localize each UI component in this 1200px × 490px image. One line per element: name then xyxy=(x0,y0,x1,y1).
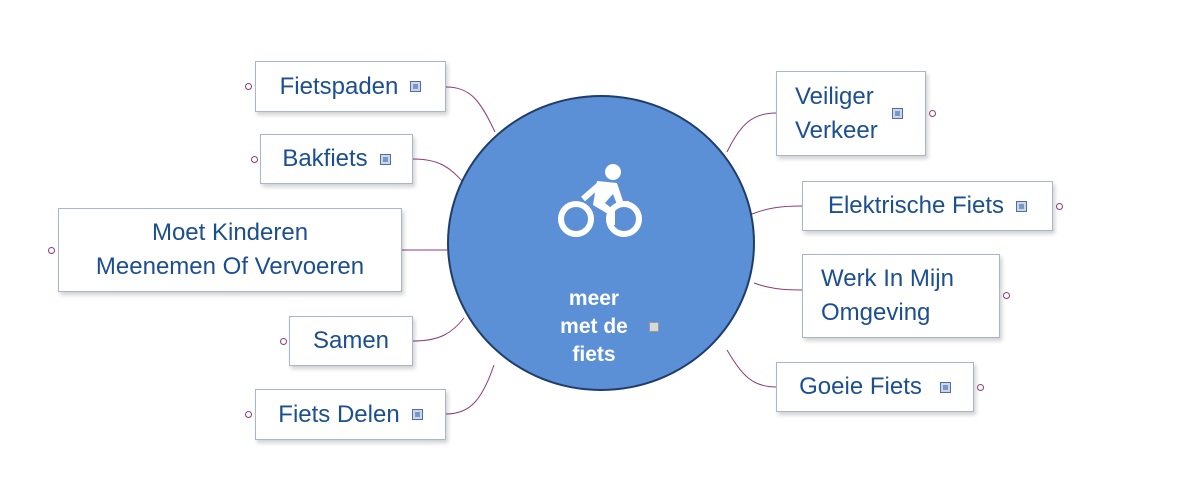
topic-werk-in-mijn-omgeving[interactable]: Werk In Mijn Omgeving xyxy=(802,254,1000,338)
connector-elektrische-fiets xyxy=(751,205,803,215)
topic-label-block: Veiliger Verkeer xyxy=(795,80,878,148)
topic-label-line1: Veiliger xyxy=(795,82,874,110)
topic-label: Goeie Fiets xyxy=(799,373,922,400)
collapse-handle-icon[interactable] xyxy=(251,156,258,163)
collapse-handle-icon[interactable] xyxy=(929,110,936,117)
collapse-handle-icon[interactable] xyxy=(977,384,984,391)
topic-label-line1: Werk In Mijn xyxy=(821,265,954,292)
topic-samen[interactable]: Samen xyxy=(289,316,413,366)
central-topic[interactable]: meer met de fiets xyxy=(447,95,755,391)
collapse-handle-icon[interactable] xyxy=(280,338,287,345)
topic-veiliger-verkeer[interactable]: Veiliger Verkeer xyxy=(776,71,926,156)
topic-label: Fietspaden xyxy=(279,72,399,100)
attachment-badge-icon[interactable] xyxy=(379,153,391,165)
topic-elektrische-fiets[interactable]: Elektrische Fiets xyxy=(802,181,1053,231)
connector-fiets-delen xyxy=(445,364,495,415)
connector-goeie-fiets xyxy=(726,349,777,388)
attachment-badge-icon[interactable] xyxy=(939,381,951,393)
collapse-handle-icon[interactable] xyxy=(1003,292,1010,299)
topic-fietspaden[interactable]: Fietspaden xyxy=(255,61,446,112)
topic-label-line1: Moet Kinderen xyxy=(151,219,309,246)
connector-bakfiets xyxy=(412,158,464,183)
central-topic-label: meer met de fiets xyxy=(560,287,628,366)
topic-label-line2: Meenemen Of Vervoeren xyxy=(95,253,365,280)
topic-label: Bakfiets xyxy=(282,145,368,172)
collapse-handle-icon[interactable] xyxy=(48,247,55,254)
collapse-handle-icon[interactable] xyxy=(245,83,252,90)
topic-label-line2: Verkeer xyxy=(795,116,878,144)
topic-label-block: Werk In Mijn Omgeving xyxy=(821,262,954,330)
topic-label: Samen xyxy=(312,327,390,354)
topic-label: Elektrische Fiets xyxy=(827,192,1005,219)
topic-bakfiets[interactable]: Bakfiets xyxy=(260,134,413,184)
connector-veiliger-verkeer xyxy=(726,112,777,153)
topic-label-line2: Omgeving xyxy=(821,299,931,326)
attachment-badge-icon[interactable] xyxy=(1016,200,1028,212)
collapse-handle-icon[interactable] xyxy=(245,411,252,418)
topic-label: Fiets Delen xyxy=(278,400,400,428)
topic-moet-kinderen[interactable]: Moet Kinderen Meenemen Of Vervoeren xyxy=(58,208,402,292)
attachment-badge-icon[interactable] xyxy=(410,81,422,92)
collapse-handle-icon[interactable] xyxy=(1056,203,1063,210)
attachment-badge-icon[interactable] xyxy=(891,108,903,119)
topic-fiets-delen[interactable]: Fiets Delen xyxy=(255,389,446,440)
connector-samen xyxy=(412,317,465,342)
attachment-badge-icon[interactable] xyxy=(411,409,423,420)
connector-fietspaden xyxy=(445,86,496,133)
cyclist-icon xyxy=(558,164,642,237)
topic-goeie-fiets[interactable]: Goeie Fiets xyxy=(776,362,974,412)
note-badge-icon[interactable] xyxy=(649,322,659,332)
connector-werk xyxy=(753,282,803,291)
